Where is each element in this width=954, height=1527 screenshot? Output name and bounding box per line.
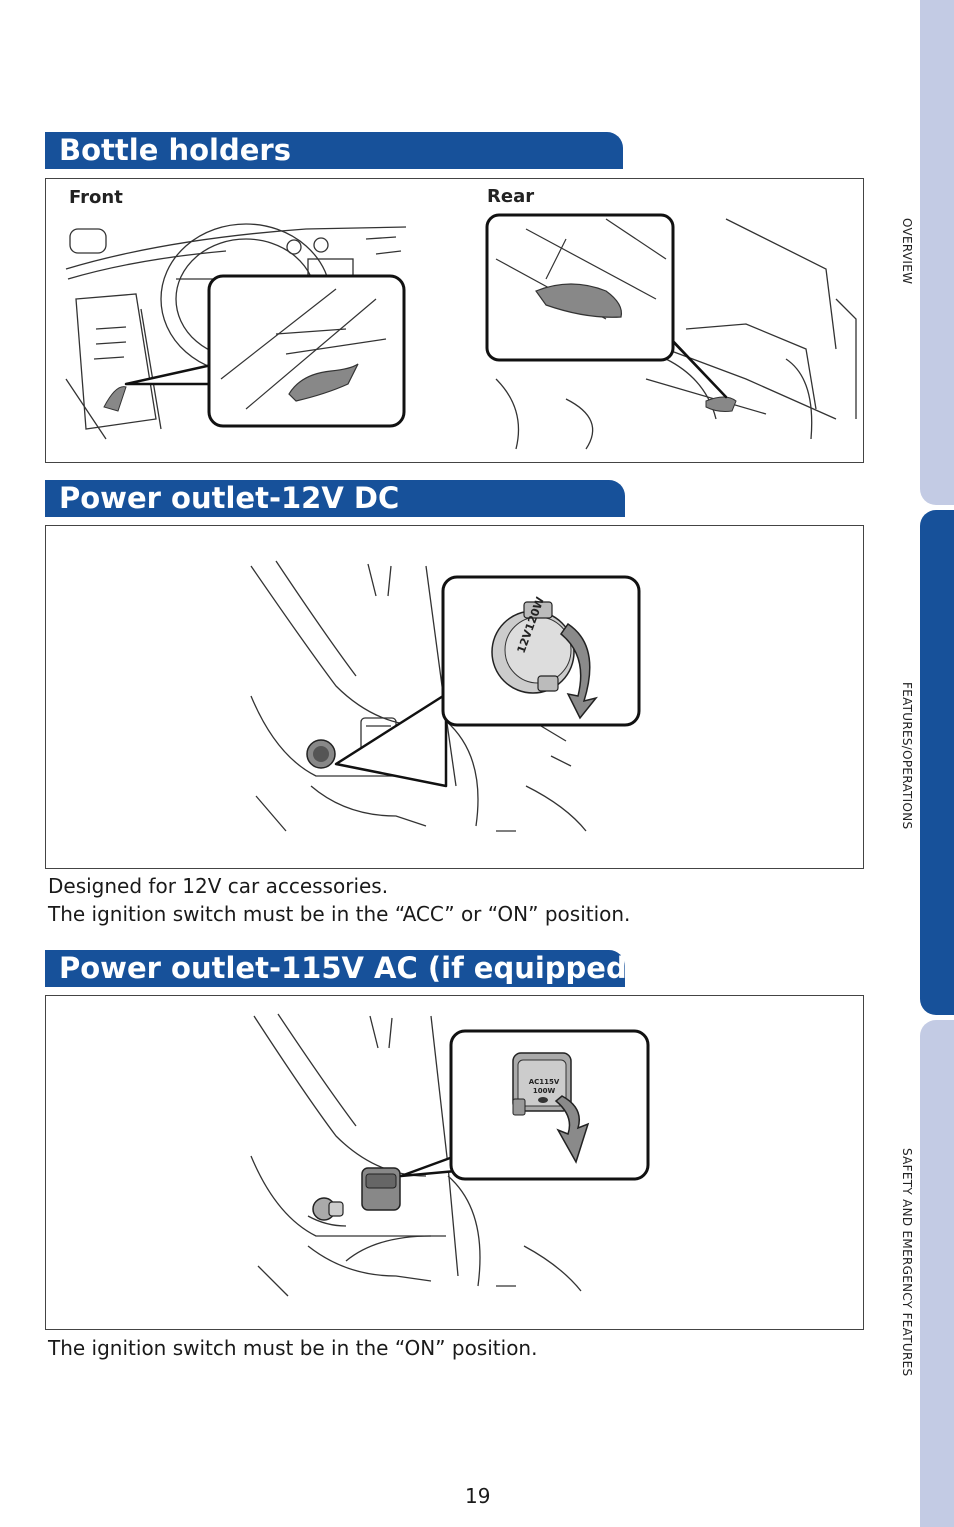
bottle-holders-illustration [65, 213, 857, 450]
power-outlet-12v-illustration: 12V120W [250, 560, 641, 832]
power-outlet-12v-desc-1: Designed for 12V car accessories. [48, 874, 389, 898]
side-tab-overview[interactable] [920, 0, 954, 505]
page-number: 19 [465, 1484, 491, 1508]
side-label-features: FEATURES/OPERATIONS [900, 682, 914, 830]
side-tab-safety[interactable] [920, 1020, 954, 1527]
side-label-safety: SAFETY AND EMERGENCY FEATURES [900, 1148, 914, 1377]
power-outlet-12v-desc-2: The ignition switch must be in the “ACC”… [48, 902, 631, 926]
power-outlet-115v-desc: The ignition switch must be in the “ON” … [48, 1336, 538, 1360]
section-title-bottle-holders: Bottle holders [45, 132, 623, 169]
power-outlet-12v-figure: 12V120W [45, 525, 864, 869]
section-title-power-outlet-12v: Power outlet-12V DC [45, 480, 625, 517]
side-tab-features[interactable] [920, 510, 954, 1015]
section-title-power-outlet-115v: Power outlet-115V AC (if equipped) [45, 950, 640, 987]
power-outlet-115v-figure: AC115V 100W [45, 995, 864, 1330]
bottle-holders-figure: Front Rear [45, 178, 864, 463]
outlet-115v-label-1: AC115V [529, 1078, 560, 1086]
front-label: Front [69, 187, 123, 208]
side-label-overview: OVERVIEW [900, 218, 914, 285]
outlet-115v-label-2: 100W [533, 1087, 556, 1095]
power-outlet-115v-illustration: AC115V 100W [250, 1013, 650, 1297]
rear-label: Rear [487, 186, 535, 207]
